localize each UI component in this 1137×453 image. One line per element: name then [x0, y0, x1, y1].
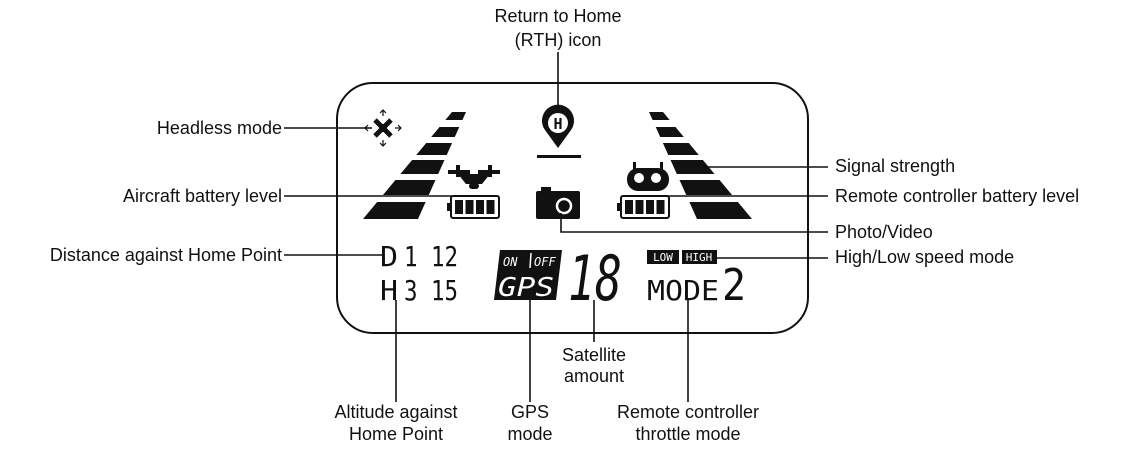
signal-bar: [416, 143, 453, 155]
throttle-label-line2: throttle mode: [635, 424, 740, 444]
battery-segment: [455, 200, 463, 214]
distance-label: Distance against Home Point: [50, 245, 282, 265]
photo-video-label: Photo/Video: [835, 222, 933, 242]
signal-bar: [431, 127, 460, 137]
height-prefix: H: [380, 274, 398, 307]
mode-value: 2: [722, 260, 746, 311]
rth-icon: H: [537, 104, 581, 158]
lcd-frame: [336, 82, 809, 334]
signal-bar: [655, 127, 684, 137]
distance-value: 1 12: [404, 240, 458, 273]
signal-strength-label: Signal strength: [835, 156, 955, 176]
signal-bar: [445, 112, 466, 120]
camera-icon: [536, 187, 580, 219]
svg-text:LOW: LOW: [653, 251, 673, 264]
gps-label-line1: GPS: [511, 402, 549, 422]
remote-controller-icon: [627, 162, 669, 191]
signal-bar: [400, 160, 445, 174]
svg-text:ON: ON: [503, 255, 518, 269]
signal-bar: [670, 160, 715, 174]
speed-mode-indicator: LOW HIGH: [647, 250, 717, 264]
aircraft-battery-icon: [447, 195, 500, 219]
battery-segment: [465, 200, 474, 214]
rc-battery-label: Remote controller battery level: [835, 186, 1079, 206]
battery-segment: [625, 200, 633, 214]
headless-mode-label: Headless mode: [157, 118, 282, 138]
battery-segment: [476, 200, 484, 214]
rth-label-line1: Return to Home: [494, 6, 621, 26]
mode-label: MODE: [647, 274, 719, 307]
svg-text:GPS: GPS: [498, 273, 554, 303]
signal-bar: [689, 202, 752, 219]
distance-prefix: D: [380, 240, 398, 273]
battery-segment: [656, 200, 665, 214]
altitude-label-line1: Altitude against: [334, 402, 457, 422]
battery-segment: [646, 200, 654, 214]
signal-bars-right: [649, 112, 752, 219]
signal-bar: [649, 112, 670, 120]
height-value: 3 15: [404, 274, 458, 307]
gps-mode-indicator: ON OFF GPS: [494, 250, 562, 303]
svg-text:H: H: [553, 115, 562, 133]
satellite-label-line1: Satellite: [562, 345, 626, 365]
signal-bar: [382, 180, 436, 195]
aircraft-battery-label: Aircraft battery level: [123, 186, 282, 206]
signal-bars-left: [363, 112, 466, 219]
svg-text:OFF: OFF: [534, 255, 556, 269]
satellite-label-line2: amount: [564, 366, 624, 386]
svg-text:HIGH: HIGH: [686, 251, 713, 264]
signal-bar: [679, 180, 733, 195]
gps-label-line2: mode: [507, 424, 552, 444]
altitude-label-line2: Home Point: [349, 424, 443, 444]
remote-controller-battery-icon: [617, 195, 670, 219]
throttle-label-line1: Remote controller: [617, 402, 759, 422]
rth-label-line2: (RTH) icon: [515, 30, 602, 50]
signal-bar: [363, 202, 426, 219]
satellite-count: 18: [568, 242, 622, 315]
battery-segment: [486, 200, 495, 214]
signal-bar: [662, 143, 699, 155]
aircraft-icon: [448, 165, 500, 189]
speed-mode-label: High/Low speed mode: [835, 247, 1014, 267]
battery-segment: [635, 200, 644, 214]
